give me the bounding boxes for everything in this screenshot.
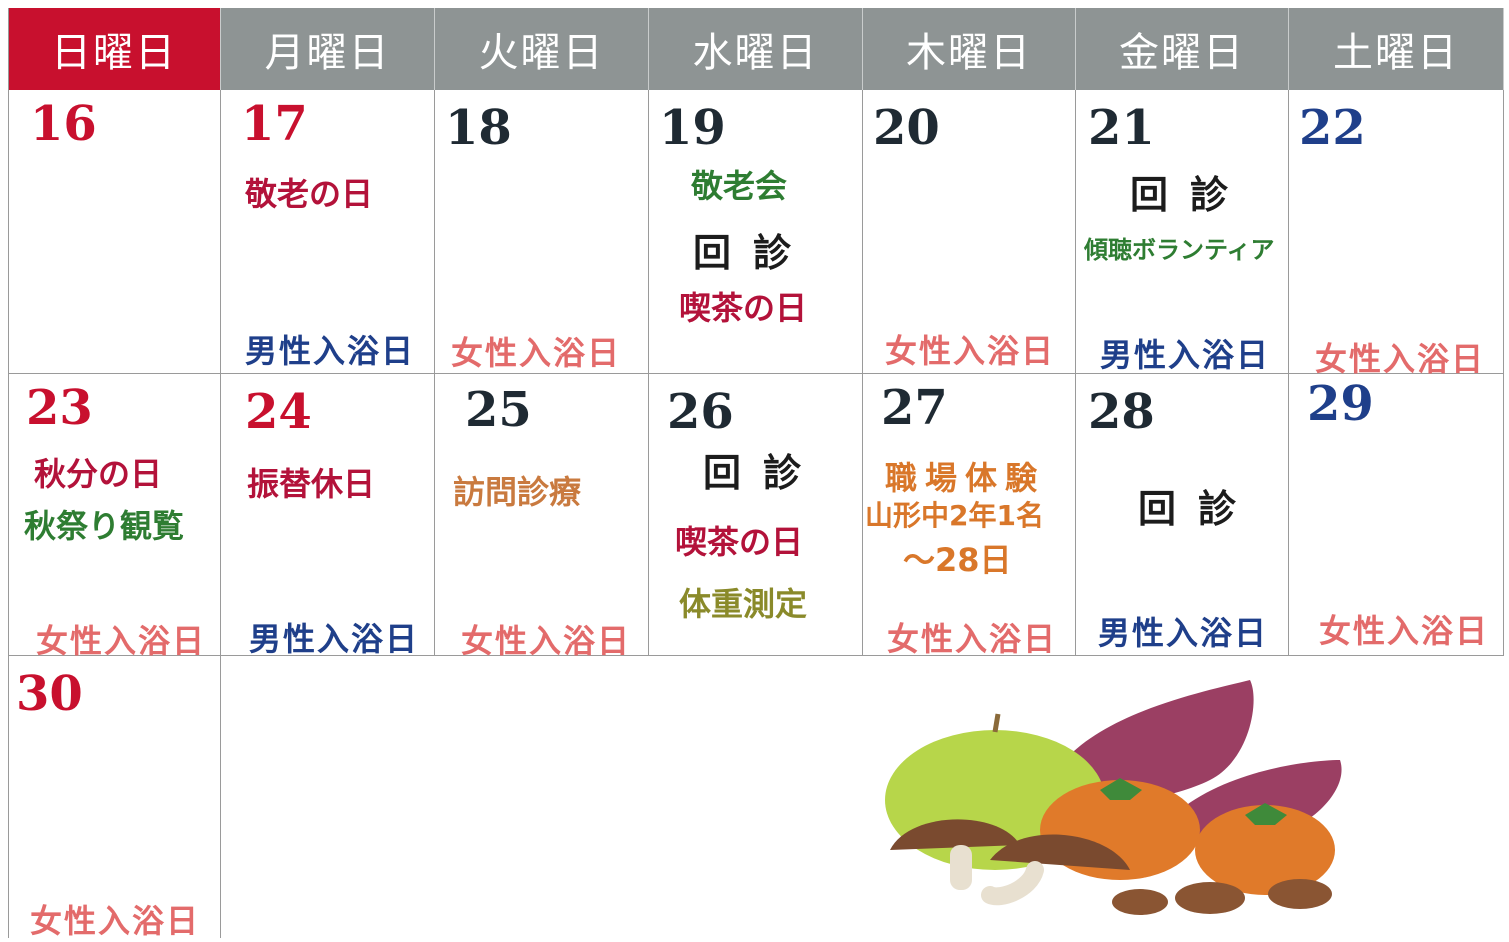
day-cell-29[interactable]: 29 女性入浴日	[1289, 374, 1504, 656]
day-cell-16[interactable]: 16	[8, 90, 221, 374]
bath-day-label: 女性入浴日	[1319, 612, 1490, 650]
event-label: 回診	[693, 231, 814, 275]
day-cell-27[interactable]: 27 職場体験 山形中2年1名 ～28日 女性入浴日	[863, 374, 1076, 658]
event-label: 回診	[1138, 487, 1259, 531]
weekday-header-wed: 水曜日	[649, 8, 863, 90]
weekday-header-sat: 土曜日	[1289, 8, 1504, 90]
day-cell-17[interactable]: 17 敬老の日 男性入浴日	[221, 90, 435, 374]
day-number: 23	[26, 380, 93, 436]
day-number: 28	[1088, 384, 1155, 440]
event-label: 秋分の日	[34, 455, 163, 493]
day-number: 25	[465, 382, 532, 438]
event-label: 振替休日	[247, 465, 376, 503]
event-label: 職場体験	[885, 459, 1046, 497]
weekday-header-thu: 木曜日	[863, 8, 1076, 90]
day-cell-24[interactable]: 24 振替休日 男性入浴日	[221, 374, 435, 658]
event-label: 回診	[703, 451, 824, 495]
bath-day-label: 女性入浴日	[30, 902, 201, 940]
day-number: 18	[445, 100, 512, 156]
day-number: 24	[245, 384, 312, 440]
event-label: 敬老会	[691, 167, 788, 205]
event-label: 喫茶の日	[675, 523, 804, 561]
bath-day-label: 女性入浴日	[885, 332, 1056, 370]
weekday-header-fri: 金曜日	[1076, 8, 1289, 90]
bath-day-label: 男性入浴日	[1098, 614, 1269, 652]
event-label: 山形中2年1名	[865, 499, 1044, 532]
day-cell-18[interactable]: 18 女性入浴日	[435, 90, 649, 374]
day-cell-28[interactable]: 28 回診 男性入浴日	[1076, 374, 1289, 656]
day-number: 20	[873, 100, 940, 156]
weekday-header-sun: 日曜日	[8, 8, 221, 90]
day-cell-22[interactable]: 22 女性入浴日	[1289, 90, 1504, 378]
event-label: 喫茶の日	[679, 289, 808, 327]
weekday-header-mon: 月曜日	[221, 8, 435, 90]
day-cell-21[interactable]: 21 回診 傾聴ボランティア 男性入浴日	[1076, 90, 1289, 374]
day-number: 29	[1307, 376, 1374, 432]
day-cell-19[interactable]: 19 敬老会 回診 喫茶の日	[649, 90, 863, 374]
day-number: 22	[1299, 100, 1366, 156]
day-cell-23[interactable]: 23 秋分の日 秋祭り観覧 女性入浴日	[8, 374, 221, 660]
day-number: 27	[881, 380, 948, 436]
day-number: 30	[16, 666, 83, 722]
day-number: 19	[659, 100, 726, 156]
day-number: 17	[241, 96, 308, 152]
event-label: 訪問診療	[453, 473, 582, 511]
calendar: 日曜日 月曜日 火曜日 水曜日 木曜日 金曜日 土曜日 16 17 敬老の日 男…	[8, 8, 1504, 940]
day-cell-30[interactable]: 30 女性入浴日	[8, 656, 221, 940]
day-number: 16	[30, 96, 97, 152]
day-number: 26	[667, 384, 734, 440]
bath-day-label: 女性入浴日	[451, 334, 622, 372]
bath-day-label: 男性入浴日	[249, 620, 420, 658]
bath-day-label: 男性入浴日	[1100, 336, 1271, 374]
bath-day-label: 男性入浴日	[245, 332, 416, 370]
event-label: 秋祭り観覧	[24, 507, 185, 545]
bath-day-label: 女性入浴日	[887, 620, 1058, 658]
day-cell-20[interactable]: 20 女性入浴日	[863, 90, 1076, 374]
day-cell-25[interactable]: 25 訪問診療 女性入浴日	[435, 374, 649, 660]
bath-day-label: 女性入浴日	[461, 622, 632, 660]
event-label: 傾聴ボランティア	[1084, 236, 1275, 264]
bath-day-label: 女性入浴日	[36, 622, 207, 660]
bath-day-label: 女性入浴日	[1315, 340, 1486, 378]
day-number: 21	[1088, 100, 1155, 156]
event-label: 回診	[1130, 173, 1251, 217]
event-label: ～28日	[903, 541, 1012, 579]
weekday-header-tue: 火曜日	[435, 8, 649, 90]
day-cell-26[interactable]: 26 回診 喫茶の日 体重測定	[649, 374, 863, 656]
autumn-produce-illustration	[885, 680, 1342, 915]
event-label: 体重測定	[679, 585, 808, 623]
event-label: 敬老の日	[245, 175, 374, 213]
